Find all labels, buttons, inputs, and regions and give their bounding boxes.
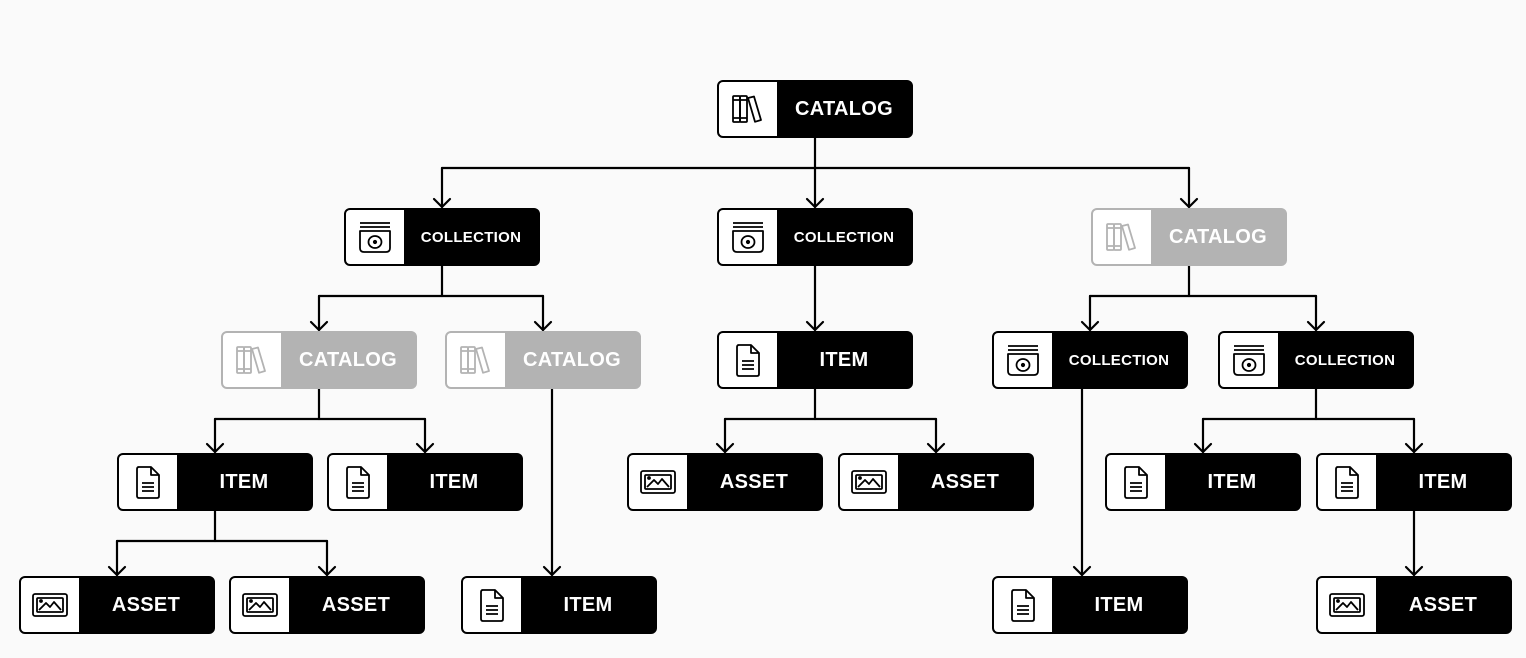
image-icon	[629, 455, 687, 509]
collection-icon	[994, 333, 1052, 387]
collection-icon	[1220, 333, 1278, 387]
arrowhead	[542, 565, 562, 577]
item-node: ITEM	[117, 453, 313, 511]
document-icon	[719, 333, 777, 387]
arrowhead	[107, 565, 127, 577]
node-label: ITEM	[429, 470, 479, 493]
books-icon	[223, 333, 281, 387]
image-icon	[840, 455, 898, 509]
image-icon	[1318, 578, 1376, 632]
node-label: ASSET	[930, 470, 1000, 493]
arrowhead	[1080, 320, 1100, 332]
catalog-node: CATALOG	[445, 331, 641, 389]
arrowhead	[317, 565, 337, 577]
node-label: CATALOG	[298, 348, 397, 371]
arrowhead	[309, 320, 329, 332]
document-icon	[994, 578, 1052, 632]
arrowhead	[805, 197, 825, 209]
arrowhead	[805, 320, 825, 332]
node-label: CATALOG	[794, 97, 893, 120]
catalog-node: CATALOG	[1091, 208, 1287, 266]
arrowhead	[1404, 442, 1424, 454]
arrowhead	[926, 442, 946, 454]
books-icon	[447, 333, 505, 387]
asset-node: ASSET	[627, 453, 823, 511]
collection-node: COLLECTION	[1218, 331, 1414, 389]
asset-node: ASSET	[19, 576, 215, 634]
item-node: ITEM	[992, 576, 1188, 634]
document-icon	[119, 455, 177, 509]
books-icon	[719, 82, 777, 136]
arrowhead	[1193, 442, 1213, 454]
collection-icon	[719, 210, 777, 264]
arrowhead	[432, 197, 452, 209]
asset-node: ASSET	[838, 453, 1034, 511]
node-label: ITEM	[219, 470, 269, 493]
document-icon	[1318, 455, 1376, 509]
catalog-node: CATALOG	[717, 80, 913, 138]
node-label: ASSET	[719, 470, 789, 493]
node-label: COLLECTION	[1294, 351, 1396, 369]
asset-node: ASSET	[229, 576, 425, 634]
arrowhead	[1306, 320, 1326, 332]
document-icon	[1107, 455, 1165, 509]
catalog-node: CATALOG	[221, 331, 417, 389]
arrowhead	[415, 442, 435, 454]
collection-node: COLLECTION	[717, 208, 913, 266]
arrowhead	[205, 442, 225, 454]
item-node: ITEM	[717, 331, 913, 389]
node-label: ITEM	[819, 348, 869, 371]
node-label: COLLECTION	[420, 228, 522, 246]
item-node: ITEM	[1316, 453, 1512, 511]
node-label: COLLECTION	[793, 228, 895, 246]
document-icon	[329, 455, 387, 509]
collection-icon	[346, 210, 404, 264]
arrowhead	[1179, 197, 1199, 209]
collection-node: COLLECTION	[344, 208, 540, 266]
node-label: ASSET	[111, 593, 181, 616]
document-icon	[463, 578, 521, 632]
image-icon	[21, 578, 79, 632]
item-node: ITEM	[1105, 453, 1301, 511]
arrowhead	[533, 320, 553, 332]
node-label: ITEM	[1094, 593, 1144, 616]
node-label: ASSET	[321, 593, 391, 616]
collection-node: COLLECTION	[992, 331, 1188, 389]
node-label: ASSET	[1408, 593, 1478, 616]
asset-node: ASSET	[1316, 576, 1512, 634]
node-label: ITEM	[1418, 470, 1468, 493]
books-icon	[1093, 210, 1151, 264]
node-label: ITEM	[563, 593, 613, 616]
arrowhead	[715, 442, 735, 454]
image-icon	[231, 578, 289, 632]
arrowhead	[1072, 565, 1092, 577]
node-label: ITEM	[1207, 470, 1257, 493]
node-label: COLLECTION	[1068, 351, 1170, 369]
item-node: ITEM	[327, 453, 523, 511]
item-node: ITEM	[461, 576, 657, 634]
node-label: CATALOG	[522, 348, 621, 371]
node-label: CATALOG	[1168, 225, 1267, 248]
arrowhead	[1404, 565, 1424, 577]
